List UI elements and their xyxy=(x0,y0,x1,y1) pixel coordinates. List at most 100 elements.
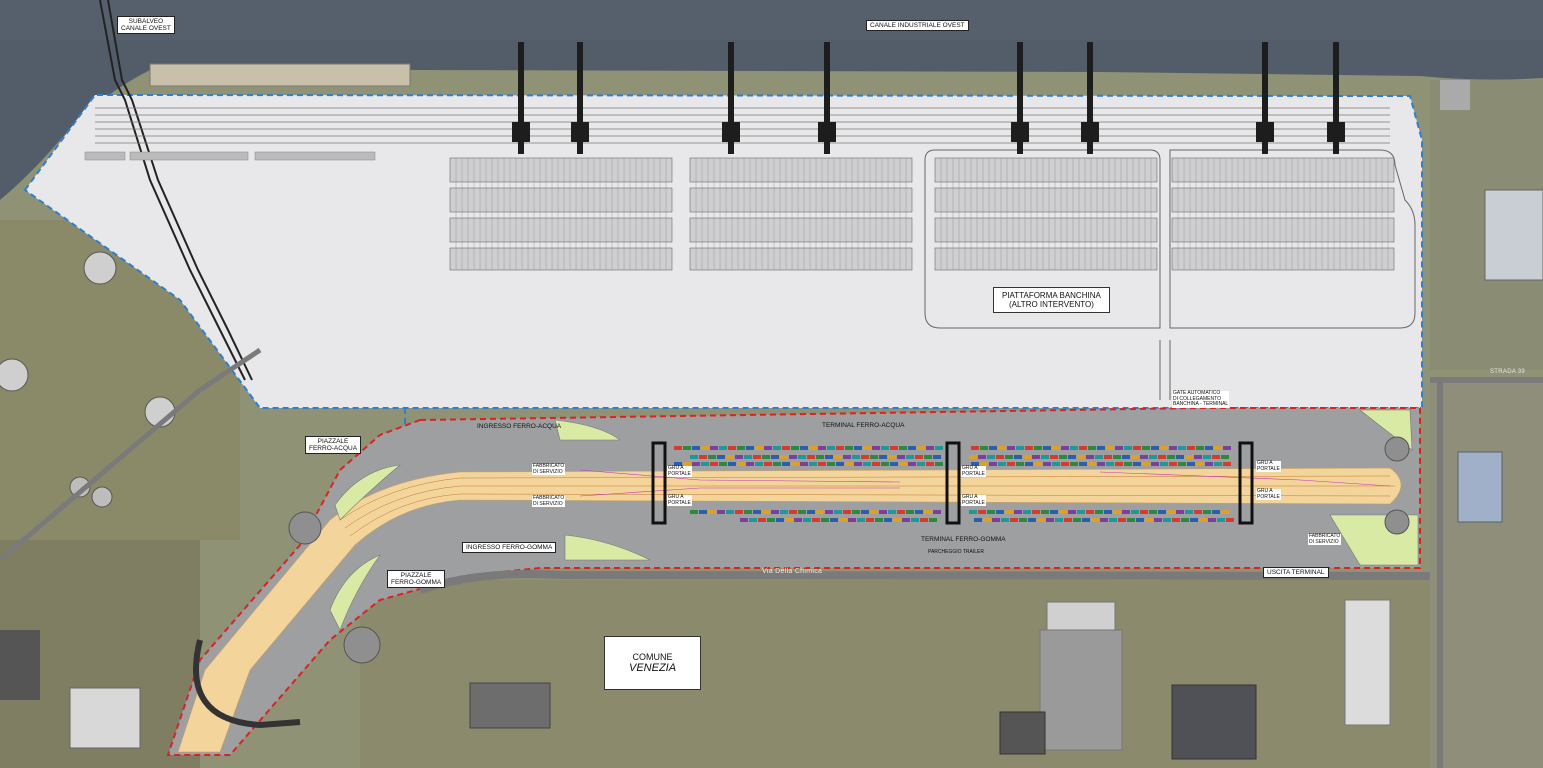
container-box xyxy=(920,518,928,522)
container-box xyxy=(782,462,790,466)
container-box xyxy=(1208,518,1216,522)
container-box xyxy=(870,510,878,514)
container-box xyxy=(861,510,869,514)
container-box xyxy=(1176,455,1184,459)
container-box xyxy=(1025,446,1033,450)
container-box xyxy=(1097,446,1105,450)
container-box xyxy=(821,518,829,522)
container-box xyxy=(1149,455,1157,459)
container-box xyxy=(807,455,815,459)
container-box xyxy=(1124,462,1132,466)
container-box xyxy=(728,446,736,450)
container-box xyxy=(699,510,707,514)
container-box xyxy=(1104,455,1112,459)
container-box xyxy=(998,446,1006,450)
container-box xyxy=(902,518,910,522)
container-box xyxy=(1007,446,1015,450)
container-box xyxy=(767,518,775,522)
container-box xyxy=(1001,518,1009,522)
container-box xyxy=(1203,455,1211,459)
container-box xyxy=(1086,510,1094,514)
container-box xyxy=(863,462,871,466)
container-box xyxy=(978,510,986,514)
container-box xyxy=(1194,510,1202,514)
container-box xyxy=(834,455,842,459)
platform-outline-3 xyxy=(1159,340,1171,400)
label-subalveo: SUBALVEO CANALE OVEST xyxy=(117,16,175,34)
container-box xyxy=(737,462,745,466)
container-box xyxy=(1115,462,1123,466)
container-box xyxy=(863,446,871,450)
container-box xyxy=(1032,455,1040,459)
container-box xyxy=(726,455,734,459)
field-bottom xyxy=(360,580,1430,768)
container-box xyxy=(755,446,763,450)
container-box xyxy=(978,455,986,459)
roundabouts xyxy=(288,436,1410,664)
container-blocks xyxy=(449,157,1395,271)
container-box xyxy=(1068,455,1076,459)
container-box xyxy=(1014,455,1022,459)
container-box xyxy=(1205,462,1213,466)
container-box xyxy=(852,510,860,514)
container-box xyxy=(1223,446,1231,450)
container-box xyxy=(771,510,779,514)
container-box xyxy=(854,462,862,466)
container-box xyxy=(1221,455,1229,459)
container-box xyxy=(818,462,826,466)
container-box xyxy=(800,462,808,466)
container-box xyxy=(692,446,700,450)
container-box xyxy=(1019,518,1027,522)
building-bottom-2 xyxy=(1171,684,1257,760)
container-box xyxy=(888,510,896,514)
container-box xyxy=(852,455,860,459)
container-box xyxy=(924,455,932,459)
container-box xyxy=(746,446,754,450)
container-box xyxy=(1160,446,1168,450)
container-box xyxy=(800,446,808,450)
tank-1 xyxy=(83,251,117,285)
label-ingresso-acqua: INGRESSO FERRO-ACQUA xyxy=(477,423,562,430)
container-box xyxy=(1077,510,1085,514)
container-box xyxy=(1077,455,1085,459)
label-piazzale-gomma: PIAZZALE FERRO-GOMMA xyxy=(387,570,446,588)
container-box xyxy=(1196,446,1204,450)
container-box xyxy=(1122,510,1130,514)
container-box xyxy=(744,455,752,459)
container-box xyxy=(969,455,977,459)
container-box xyxy=(1109,518,1117,522)
label-piazzale-acqua: PIAZZALE FERRO-ACQUA xyxy=(305,436,362,454)
container-box xyxy=(699,455,707,459)
container-box xyxy=(758,518,766,522)
container-box xyxy=(1187,446,1195,450)
container-box xyxy=(996,455,1004,459)
container-box xyxy=(854,446,862,450)
container-box xyxy=(740,518,748,522)
container-box xyxy=(1203,510,1211,514)
container-box xyxy=(780,455,788,459)
container-box xyxy=(1095,510,1103,514)
container-box xyxy=(1142,462,1150,466)
container-box xyxy=(1005,455,1013,459)
container-box xyxy=(1158,455,1166,459)
container-box xyxy=(1185,455,1193,459)
container-box xyxy=(1199,518,1207,522)
building-bottom-1 xyxy=(469,682,551,729)
container-box xyxy=(830,518,838,522)
container-box xyxy=(1052,462,1060,466)
container-box xyxy=(1154,518,1162,522)
container-box xyxy=(836,462,844,466)
label-gru-3: GRU A PORTALE xyxy=(961,465,986,477)
container-box xyxy=(780,510,788,514)
subalveo-tunnel-2 xyxy=(107,0,253,381)
container-box xyxy=(753,455,761,459)
label-terminal-acqua: TERMINAL FERRO-ACQUA xyxy=(822,422,905,429)
container-box xyxy=(929,518,937,522)
container-box xyxy=(1151,446,1159,450)
container-box xyxy=(1217,518,1225,522)
container-box xyxy=(773,462,781,466)
container-box xyxy=(825,510,833,514)
container-box xyxy=(1142,446,1150,450)
container-box xyxy=(1187,462,1195,466)
container-box xyxy=(1046,518,1054,522)
